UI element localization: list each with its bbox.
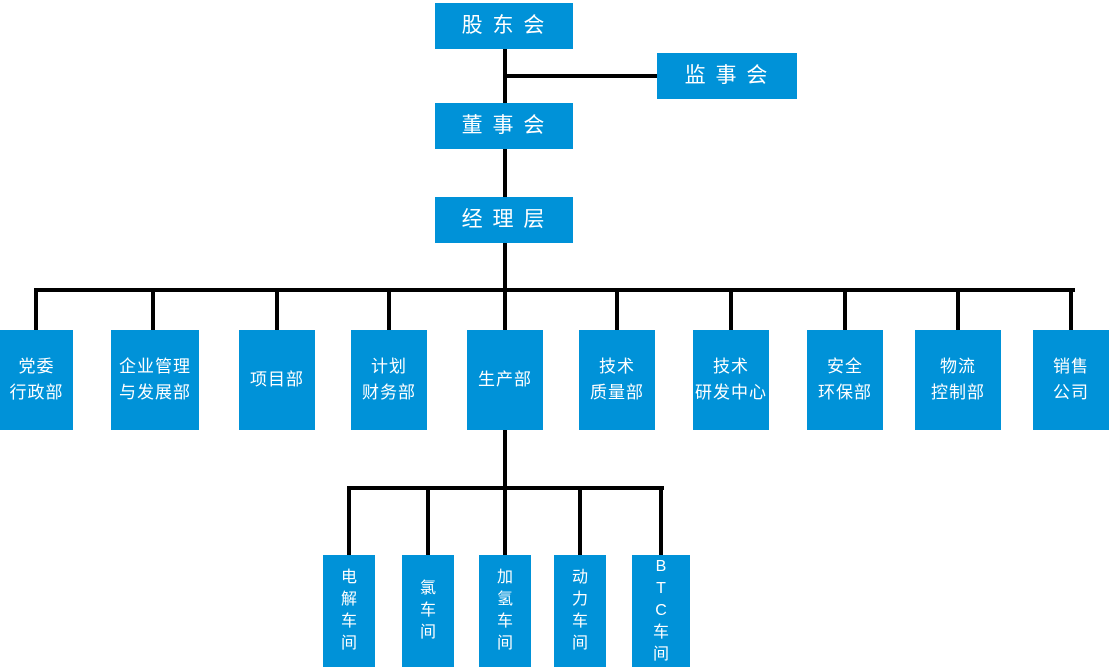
node-dept-logistics-control: 物流 控制部 bbox=[915, 330, 1001, 430]
connector-production-bus bbox=[503, 430, 507, 488]
node-supervisory-board: 监 事 会 bbox=[657, 53, 797, 99]
connector-stub-dept-7 bbox=[729, 288, 733, 330]
connector-stub-shop-5 bbox=[659, 486, 663, 555]
connector-stub-dept-1 bbox=[34, 288, 38, 330]
connector-stub-dept-2 bbox=[151, 288, 155, 330]
connector-management-bus bbox=[503, 243, 507, 290]
connector-stub-shop-2 bbox=[426, 486, 430, 555]
node-dept-planning-finance: 计划 财务部 bbox=[351, 330, 427, 430]
node-dept-project: 项目部 bbox=[239, 330, 315, 430]
connector-stub-dept-4 bbox=[387, 288, 391, 330]
connector-stub-dept-6 bbox=[615, 288, 619, 330]
connector-stub-dept-8 bbox=[843, 288, 847, 330]
node-shop-electrolysis: 电 解 车 间 bbox=[323, 555, 375, 667]
connector-supervisory-branch bbox=[503, 74, 659, 78]
connector-stub-dept-3 bbox=[275, 288, 279, 330]
node-shop-chlorine: 氯 车 间 bbox=[402, 555, 454, 667]
connector-stub-shop-1 bbox=[347, 486, 351, 555]
node-shop-btc: B T C 车 间 bbox=[632, 555, 690, 667]
node-shop-power: 动 力 车 间 bbox=[554, 555, 606, 667]
connector-stub-shop-3 bbox=[503, 486, 507, 555]
connector-stub-shop-4 bbox=[578, 486, 582, 555]
node-shareholders-meeting: 股 东 会 bbox=[435, 3, 573, 49]
connector-stub-dept-5 bbox=[503, 288, 507, 330]
node-dept-enterprise-management: 企业管理 与发展部 bbox=[111, 330, 199, 430]
node-dept-safety-environment: 安全 环保部 bbox=[807, 330, 883, 430]
node-dept-tech-rd-center: 技术 研发中心 bbox=[693, 330, 769, 430]
connector-stub-dept-9 bbox=[956, 288, 960, 330]
node-management-level: 经 理 层 bbox=[435, 197, 573, 243]
connector-board-management bbox=[503, 149, 507, 197]
node-board-of-directors: 董 事 会 bbox=[435, 103, 573, 149]
node-dept-tech-quality: 技术 质量部 bbox=[579, 330, 655, 430]
node-dept-party-admin: 党委 行政部 bbox=[0, 330, 73, 430]
connector-stub-dept-10 bbox=[1069, 288, 1073, 330]
node-dept-production: 生产部 bbox=[467, 330, 543, 430]
node-shop-hydrogenation: 加 氢 车 间 bbox=[479, 555, 531, 667]
node-dept-sales-company: 销售 公司 bbox=[1033, 330, 1109, 430]
connector-departments-bus bbox=[34, 288, 1075, 292]
